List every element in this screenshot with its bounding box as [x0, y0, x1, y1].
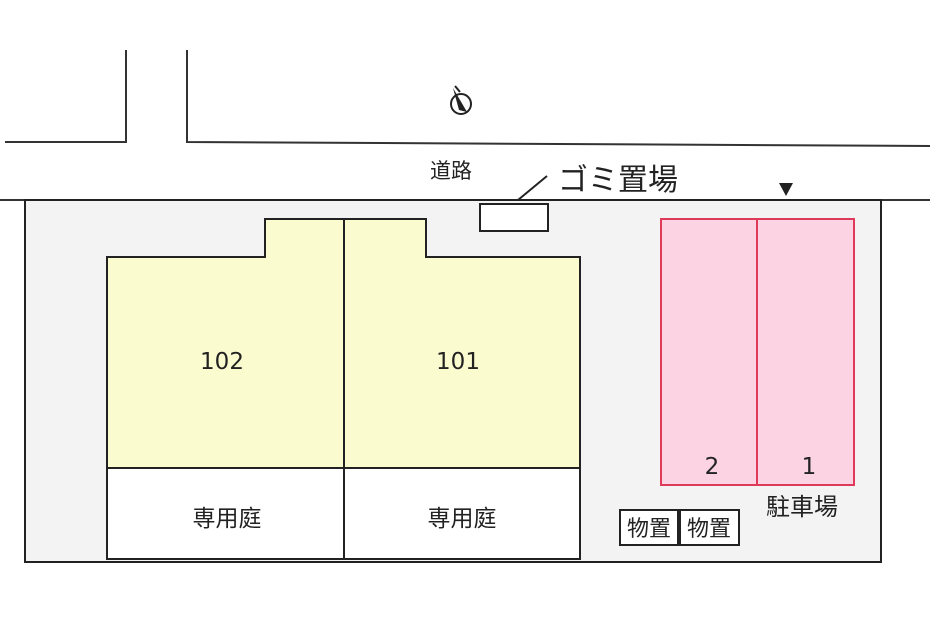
- road-edge-right: [186, 50, 931, 147]
- unit-101: [343, 218, 581, 469]
- parking-space-number: 2: [705, 454, 720, 480]
- parking-label: 駐車場: [766, 493, 838, 521]
- private-garden: [343, 467, 581, 560]
- unit-number: 101: [436, 349, 480, 375]
- road-edge-left: [5, 50, 127, 143]
- road-label: 道路: [430, 159, 472, 183]
- parking-space: [660, 218, 758, 486]
- storage-shed: [679, 509, 740, 546]
- garden-label: 専用庭: [193, 506, 262, 532]
- storage-shed: [619, 509, 679, 546]
- parking-space-number: 1: [802, 454, 817, 480]
- garbage-area: [479, 203, 549, 232]
- north-arrow-icon: [450, 85, 472, 115]
- garbage-leader-line: [517, 175, 548, 201]
- unit-number: 102: [200, 349, 244, 375]
- storage-label: 物置: [687, 517, 731, 542]
- unit-102: [106, 218, 345, 469]
- garden-label: 専用庭: [428, 506, 497, 532]
- garbage-label: ゴミ置場: [558, 163, 678, 198]
- private-garden: [106, 467, 345, 560]
- entrance-marker-icon: [779, 183, 793, 196]
- storage-label: 物置: [627, 517, 671, 542]
- parking-space: [756, 218, 855, 486]
